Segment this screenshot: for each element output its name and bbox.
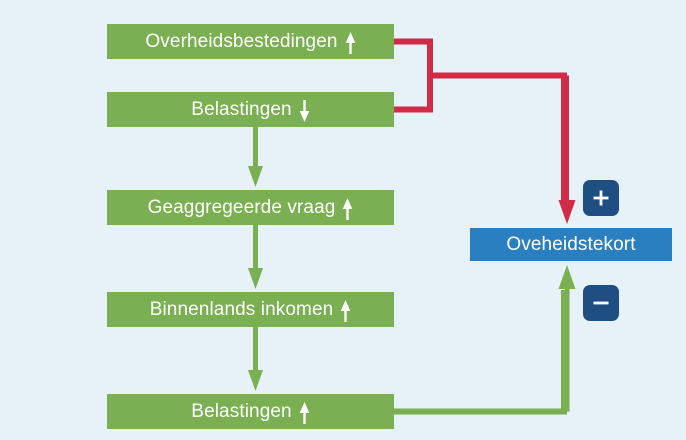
node-label: Oveheidstekort: [506, 233, 636, 255]
node-belastingen-down[interactable]: Belastingen: [107, 92, 394, 127]
arrow-up-icon: [342, 197, 353, 220]
node-label: Belastingen: [191, 98, 292, 120]
arrow-up-icon: [299, 401, 310, 424]
node-label: Geaggregeerde vraag: [147, 196, 336, 218]
node-oveheidstekort[interactable]: Oveheidstekort: [470, 228, 672, 261]
badge-plus: [583, 180, 619, 216]
arrow-down-icon: [299, 99, 310, 122]
arrow-up-icon: [345, 31, 356, 54]
badge-minus: [583, 285, 619, 321]
arrow-up-icon: [340, 299, 351, 322]
node-binnenlands-inkomen[interactable]: Binnenlands inkomen: [107, 292, 394, 327]
minus-icon: [593, 301, 609, 305]
node-label: Binnenlands inkomen: [149, 298, 334, 320]
node-belastingen-up[interactable]: Belastingen: [107, 394, 394, 429]
red-edge-group: [394, 38, 576, 224]
node-geaggregeerde-vraag[interactable]: Geaggregeerde vraag: [107, 190, 394, 225]
node-label: Belastingen: [191, 400, 292, 422]
green-edge-group: [248, 127, 576, 415]
node-overheidsbestedingen[interactable]: Overheidsbestedingen: [107, 24, 394, 59]
node-label: Overheidsbestedingen: [145, 30, 338, 52]
plus-icon: [593, 190, 609, 206]
